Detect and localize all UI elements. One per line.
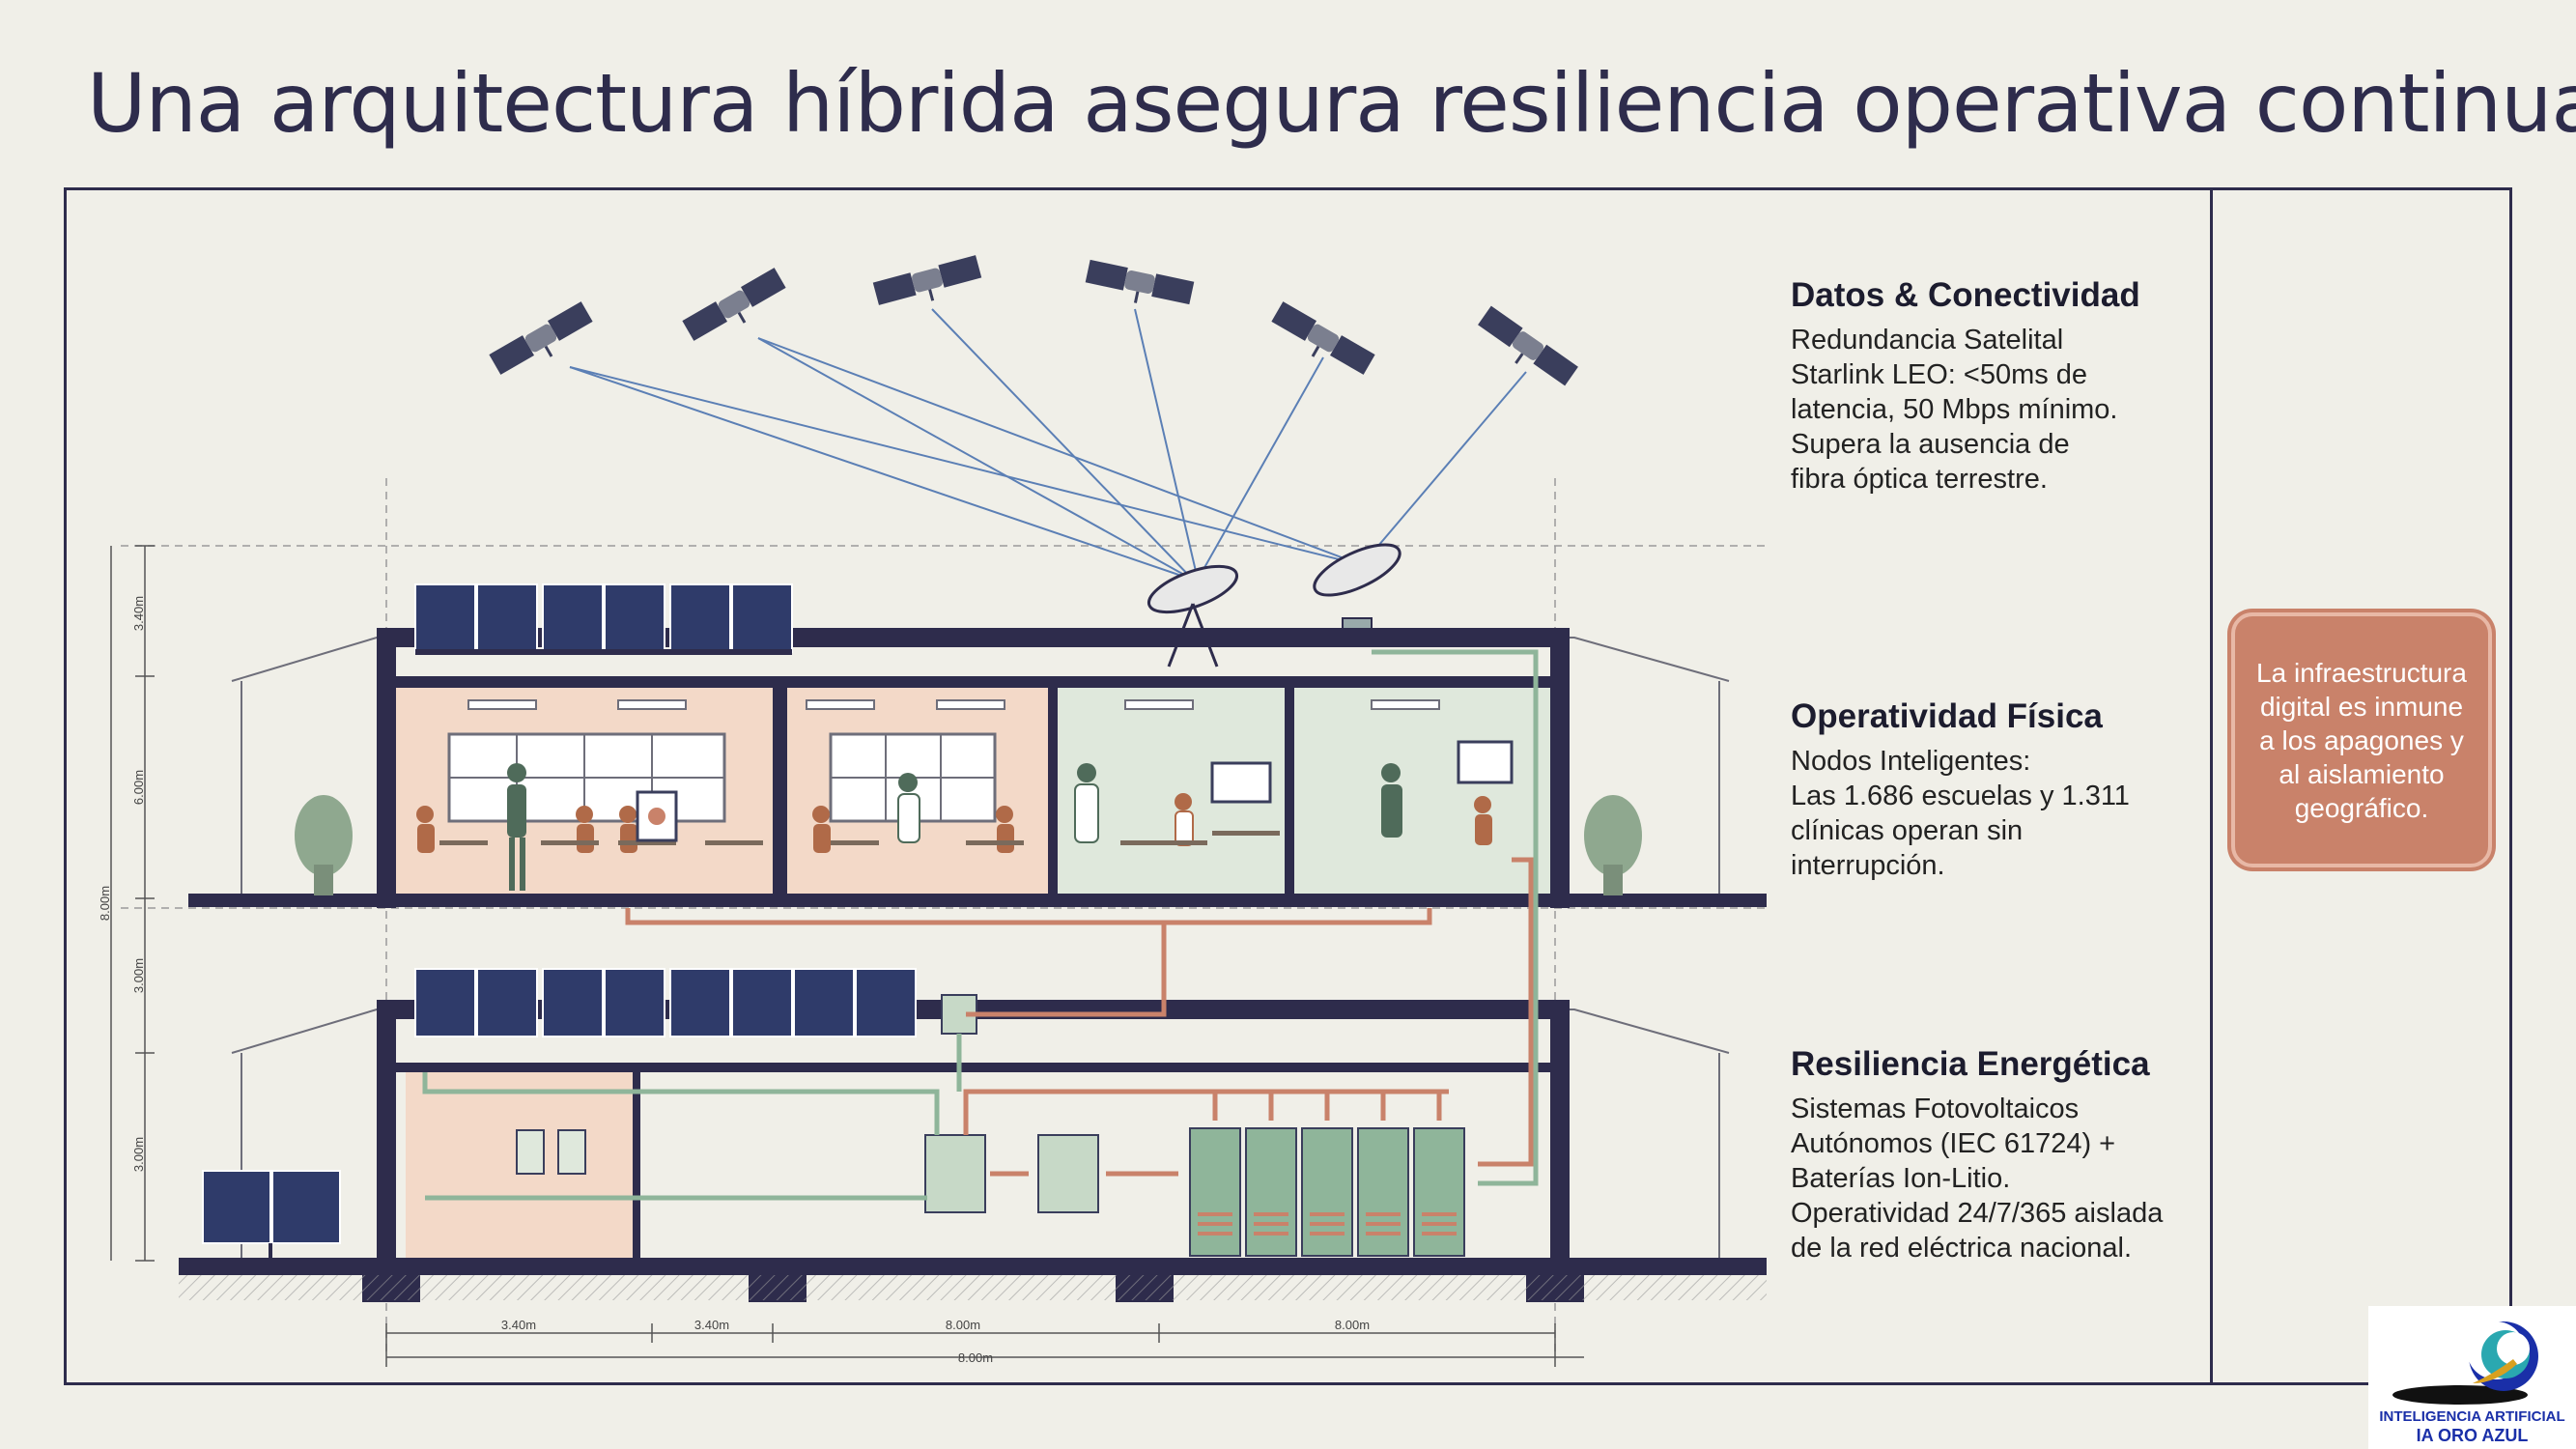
satellite-dish-icon [1146, 564, 1239, 668]
dim-h-4: 8.00m [1335, 1318, 1370, 1332]
inverter-icon [924, 994, 1099, 1213]
dim-v-5: 3.00m [131, 1137, 146, 1172]
brand-logo: INTELIGENCIA ARTIFICIAL IA ORO AZUL [2368, 1306, 2576, 1449]
page-title: Una arquitectura híbrida asegura resilie… [87, 56, 2576, 151]
diagram-frame [64, 187, 2512, 1385]
callout-text: La infraestructura digital es inmune a l… [2256, 657, 2467, 823]
dim-h-5: 8.00m [958, 1350, 993, 1365]
section-energy-line: de la red eléctrica nacional. [1791, 1233, 2133, 1264]
section-connectivity-line: Starlink LEO: <50ms de [1791, 359, 2088, 390]
section-connectivity: Datos & Conectividad Redundancia Satelit… [1791, 276, 2196, 497]
ground-solar-panel-icon [202, 1170, 341, 1244]
logo-text-line2: IA ORO AZUL [2416, 1426, 2529, 1445]
section-energy-line: Autónomos (IEC 61724) + [1791, 1128, 2116, 1159]
dim-v-4: 3.00m [131, 958, 146, 993]
dim-v-2: 6.00m [131, 770, 146, 805]
section-connectivity-line: latencia, 50 Mbps mínimo. [1791, 394, 2118, 425]
clinic-2 [1294, 688, 1550, 895]
section-operations-heading: Operatividad Física [1791, 697, 2103, 735]
logo-swirl-icon [2392, 1321, 2538, 1405]
dim-v-1: 3.40m [131, 596, 146, 631]
satellite-icon [489, 301, 593, 375]
logo-text-line1: INTELIGENCIA ARTIFICIAL [2379, 1408, 2565, 1425]
satellite-links [569, 308, 1527, 581]
section-connectivity-heading: Datos & Conectividad [1791, 276, 2140, 314]
frame-divider [2210, 187, 2213, 1385]
dim-v-3: 8.00m [98, 886, 112, 921]
section-energy: Resiliencia Energética Sistemas Fotovolt… [1791, 1045, 2196, 1265]
solar-panel-icon [414, 583, 793, 653]
dim-h-3: 8.00m [946, 1318, 980, 1332]
battery-bank-icon [1189, 1127, 1465, 1257]
section-operations-line: clínicas operan sin [1791, 815, 2024, 846]
dim-h-1: 3.40m [501, 1318, 536, 1332]
section-energy-line: Operatividad 24/7/365 aislada [1791, 1198, 2164, 1229]
section-energy-line: Sistemas Fotovoltaicos [1791, 1094, 2080, 1124]
satellite-icon [1085, 259, 1195, 305]
satellite-icon [1478, 305, 1578, 386]
satellite-constellation [489, 255, 1578, 386]
section-operations-line: Las 1.686 escuelas y 1.311 [1791, 781, 2130, 811]
ground-slab [179, 1258, 1767, 1275]
section-energy-line: Baterías Ion-Litio. [1791, 1163, 2011, 1194]
upper-floor-slab [188, 894, 1767, 907]
callout-box: La infraestructura digital es inmune a l… [2231, 612, 2492, 867]
building-cross-section: 3.40m 6.00m 8.00m 3.00m 3.00m 3.40m 3.40… [98, 255, 1767, 1367]
section-operations-line: interrupción. [1791, 850, 1945, 881]
dim-h-2: 3.40m [694, 1318, 729, 1332]
section-energy-heading: Resiliencia Energética [1791, 1045, 2150, 1083]
satellite-icon [1271, 301, 1375, 375]
satellite-icon [682, 268, 786, 341]
section-connectivity-line: Supera la ausencia de [1791, 429, 2070, 460]
section-operations: Operatividad Física Nodos Inteligentes: … [1791, 697, 2196, 883]
section-operations-line: Nodos Inteligentes: [1791, 746, 2031, 777]
section-connectivity-line: fibra óptica terrestre. [1791, 464, 2048, 495]
section-connectivity-line: Redundancia Satelital [1791, 325, 2064, 355]
solar-panel-icon [414, 968, 917, 1037]
satellite-icon [872, 255, 982, 305]
